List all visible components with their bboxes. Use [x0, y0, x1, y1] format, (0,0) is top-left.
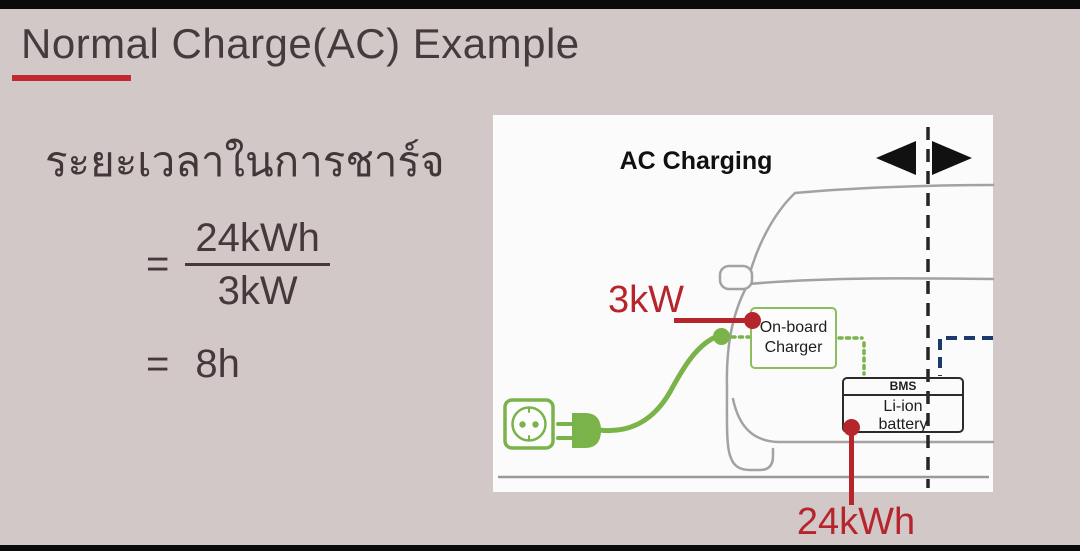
battery-connector-dot	[843, 419, 860, 436]
battery-label-line2: battery	[878, 416, 928, 433]
onboard-charger-label-line1: On-board	[759, 319, 828, 336]
battery-capacity-label: 24kWh	[796, 501, 916, 543]
letterbox-top-bar	[0, 0, 1080, 9]
power-leader-line	[674, 318, 752, 323]
charge-time-label: ระยะเวลาในการชาร์จ	[45, 138, 445, 185]
letterbox-bottom-bar	[0, 545, 1080, 551]
bms-label: BMS	[844, 379, 962, 396]
equation-result: 8h	[195, 342, 240, 386]
diagram-heading: AC Charging	[619, 147, 773, 175]
equation-row-result: = 8h	[146, 342, 240, 387]
title-underline	[12, 75, 131, 81]
equals-sign: =	[146, 342, 170, 386]
fraction-denominator: 3kW	[217, 269, 298, 313]
fraction-numerator: 24kWh	[185, 216, 330, 266]
battery-label: Li-ion battery	[844, 396, 962, 434]
power-connector-dot	[744, 312, 761, 329]
page-title: Normal Charge(AC) Example	[21, 20, 580, 67]
onboard-charger-label-line2: Charger	[764, 339, 823, 356]
onboard-charger-box: On-board Charger	[750, 307, 837, 369]
capacity-leader-line	[849, 430, 854, 505]
equation-row-fraction: = 24kWh 3kW	[146, 216, 330, 313]
charge-port-dot	[713, 328, 730, 345]
power-label: 3kW	[608, 279, 684, 321]
fraction: 24kWh 3kW	[185, 216, 330, 313]
battery-box: BMS Li-ion battery	[842, 377, 964, 433]
battery-label-line1: Li-ion	[883, 398, 923, 415]
equals-sign: =	[146, 242, 170, 286]
